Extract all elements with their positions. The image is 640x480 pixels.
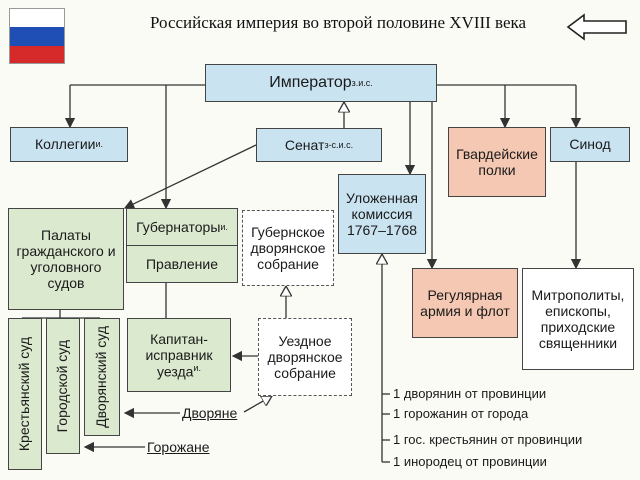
label-nobles: Дворяне bbox=[182, 405, 238, 421]
node-court-noble-label: Дворянский суд bbox=[93, 326, 110, 428]
node-governors-label: Губернаторы bbox=[136, 218, 221, 235]
node-guard: Гвардейские полки bbox=[448, 127, 546, 197]
node-collegia-label: Коллегии bbox=[34, 136, 96, 153]
node-governors-sup: и. bbox=[220, 221, 228, 232]
node-synod: Синод bbox=[550, 127, 630, 162]
node-chambers: Палаты гражданского и уголовного судов bbox=[8, 208, 124, 310]
node-district-assembly: Уездное дворянское собрание bbox=[258, 318, 352, 396]
node-senate-sup: з-с.и.с. bbox=[324, 139, 354, 150]
node-board: Правление bbox=[126, 245, 238, 283]
node-collegia-sup: и. bbox=[95, 139, 104, 150]
node-synod-label: Синод bbox=[569, 136, 611, 153]
node-provincial-assembly-label: Губернское дворянское собрание bbox=[250, 223, 326, 273]
node-captain-sup: и. bbox=[193, 362, 201, 373]
commission-member-1: 1 горожанин от города bbox=[393, 406, 529, 421]
node-court-peasant: Крестьянский суд bbox=[8, 318, 42, 470]
node-court-city: Городской суд bbox=[46, 318, 80, 454]
node-army-label: Регулярная армия и флот bbox=[420, 286, 510, 319]
node-court-peasant-label: Крестьянский суд bbox=[16, 336, 33, 452]
node-court-city-label: Городской суд bbox=[54, 339, 71, 433]
commission-member-0: 1 дворянин от провинции bbox=[393, 386, 547, 401]
node-captain: Капитан-исправник уездаи. bbox=[127, 318, 231, 392]
node-board-label: Правление bbox=[145, 255, 219, 272]
node-district-assembly-label: Уездное дворянское собрание bbox=[267, 332, 343, 382]
label-townspeople: Горожане bbox=[147, 439, 210, 455]
node-guard-label: Гвардейские полки bbox=[456, 145, 538, 178]
node-army: Регулярная армия и флот bbox=[412, 268, 518, 338]
node-captain-label: Капитан-исправник уезда bbox=[145, 330, 213, 380]
russia-flag-icon bbox=[9, 8, 65, 64]
back-arrow-icon bbox=[566, 13, 627, 41]
node-emperor-sup: з.и.с. bbox=[351, 77, 373, 88]
commission-member-3: 1 инородец от провинции bbox=[393, 454, 547, 469]
node-court-noble: Дворянский суд bbox=[84, 318, 120, 436]
page-title: Российская империя во второй половине XV… bbox=[150, 13, 527, 32]
node-clergy: Митрополиты, епископы, приходские священ… bbox=[522, 268, 634, 370]
commission-member-2: 1 гос. крестьянин от провинции bbox=[393, 432, 583, 447]
node-chambers-label: Палаты гражданского и уголовного судов bbox=[16, 226, 116, 292]
node-emperor-label: Император bbox=[269, 73, 352, 91]
node-commission-label: Уложенная комиссия 1767–1768 bbox=[346, 189, 418, 239]
node-clergy-label: Митрополиты, епископы, приходские священ… bbox=[531, 286, 625, 352]
node-senate-label: Сенат bbox=[284, 136, 325, 153]
back-arrow-button[interactable] bbox=[566, 12, 628, 42]
node-commission: Уложенная комиссия 1767–1768 bbox=[338, 174, 426, 254]
node-provincial-assembly: Губернское дворянское собрание bbox=[242, 210, 334, 286]
